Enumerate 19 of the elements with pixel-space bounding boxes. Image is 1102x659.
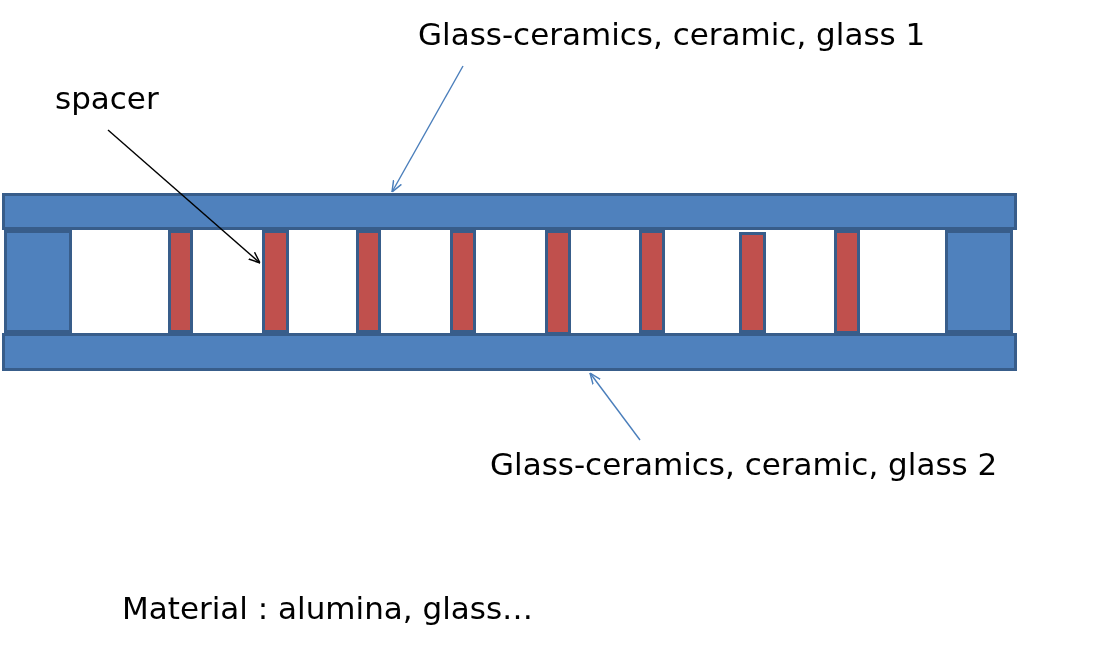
spacer-bar (168, 230, 193, 333)
spacer-bar (262, 230, 289, 333)
leader-line (589, 372, 641, 441)
leader-line (391, 65, 464, 193)
support-block (4, 230, 72, 333)
spacer-bar (834, 230, 860, 334)
spacer-bar (356, 230, 381, 333)
support-block (945, 230, 1013, 333)
glass-plate (2, 333, 1017, 371)
spacer-bar (545, 230, 571, 335)
callout-label: spacer (55, 80, 159, 118)
glass-plate (2, 193, 1017, 230)
spacer-bar (450, 230, 476, 333)
leader-line (107, 129, 261, 264)
callout-label: Glass-ceramics, ceramic, glass 2 (490, 446, 998, 484)
spacer-bar (739, 232, 766, 333)
callout-label: Glass-ceramics, ceramic, glass 1 (418, 16, 926, 54)
spacer-bar (639, 230, 665, 333)
note-text: Material : alumina, glass… (122, 590, 534, 626)
